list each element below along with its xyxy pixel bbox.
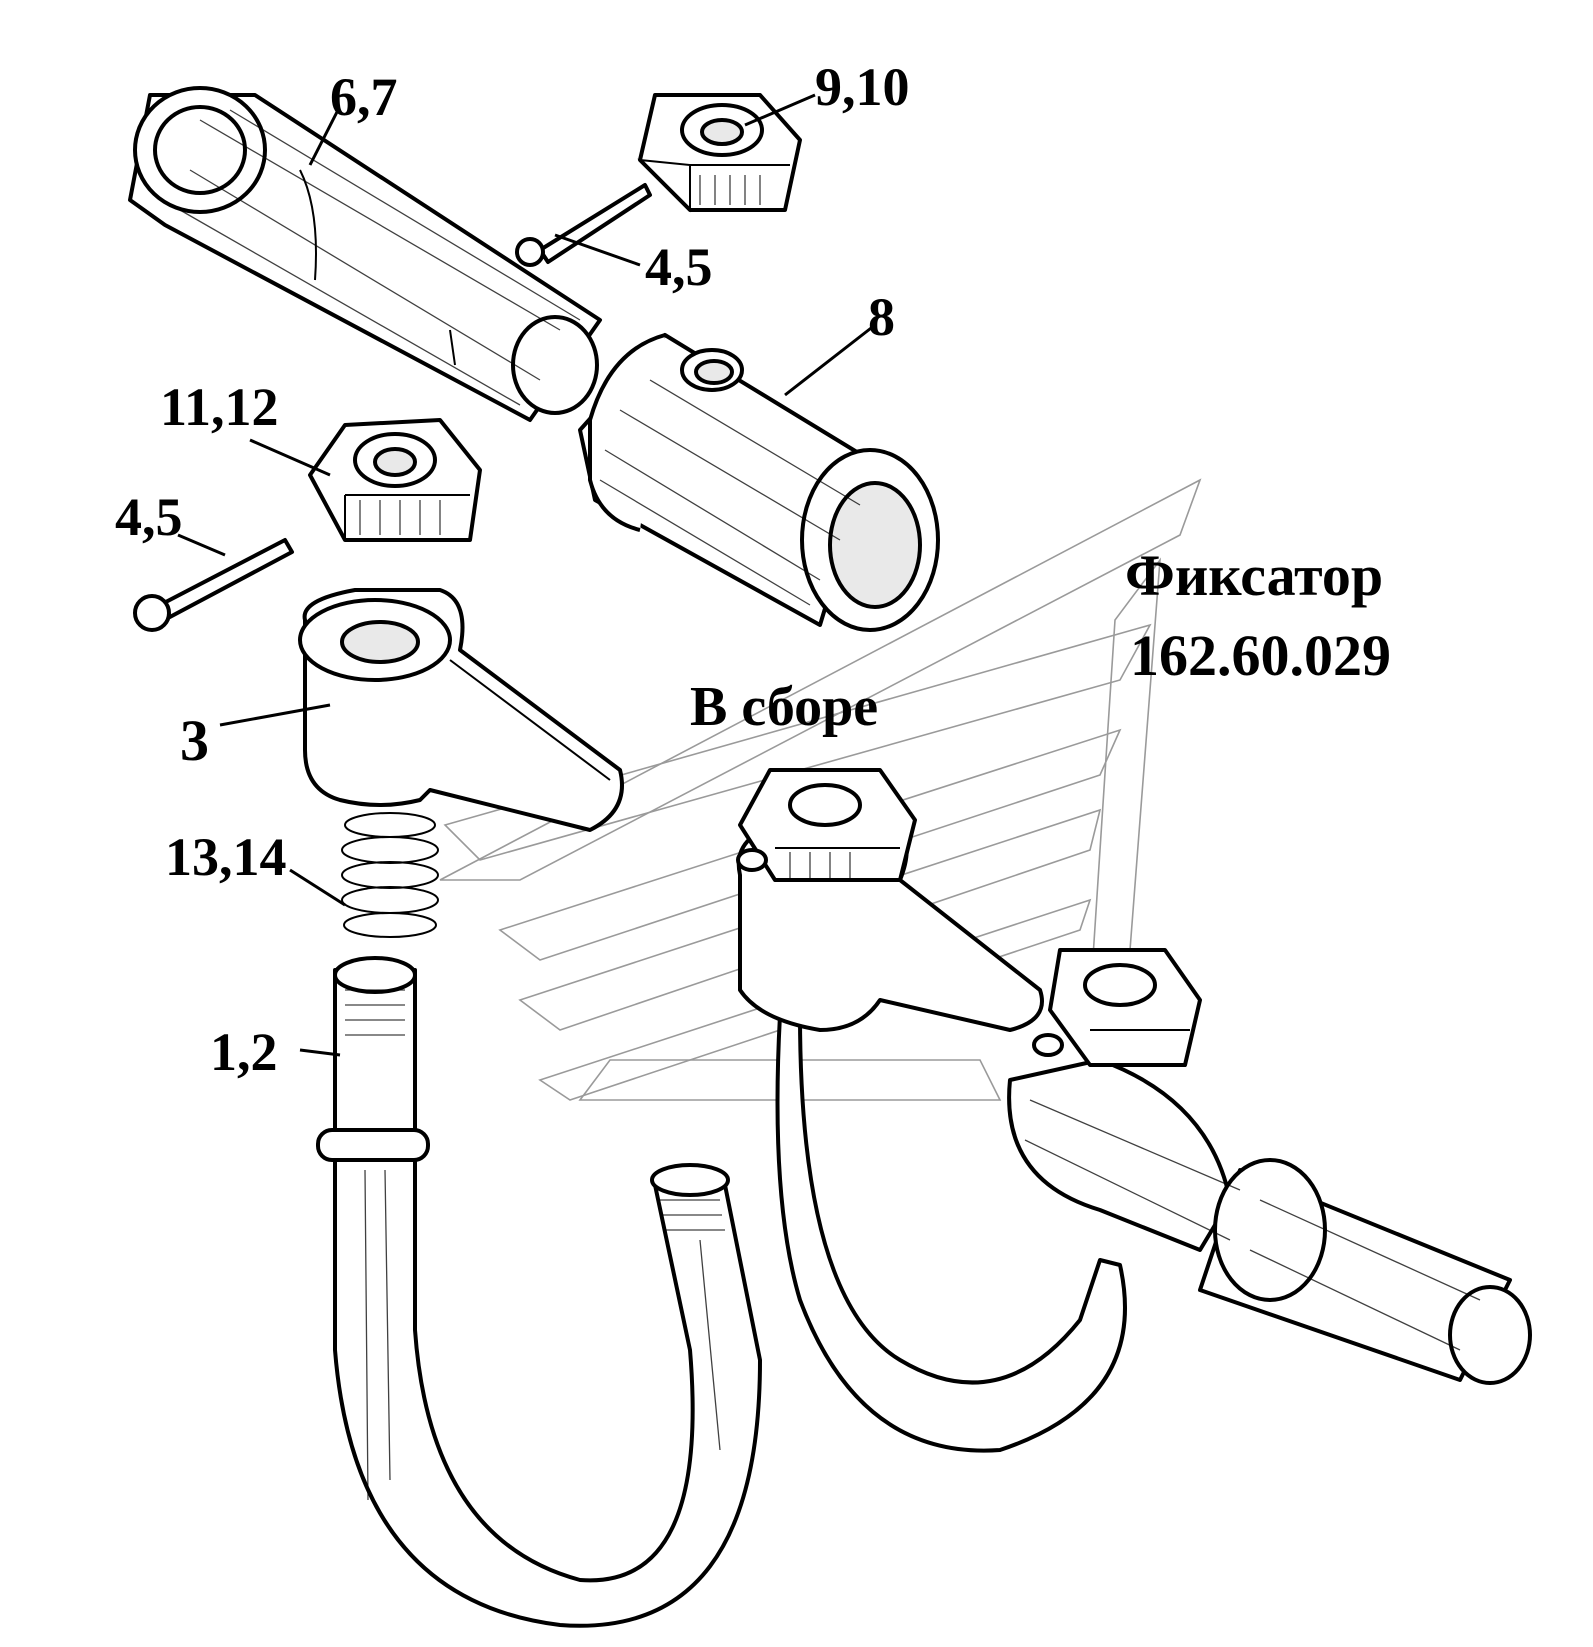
pin-part	[128, 86, 602, 422]
label-left-nut: 11,12	[160, 377, 279, 437]
label-bolt: 1,2	[210, 1022, 278, 1082]
label-body: 3	[180, 708, 209, 773]
assembled-view	[736, 768, 1532, 1453]
title-line-1: Фиксатор	[1125, 543, 1383, 608]
spring-part	[341, 812, 439, 938]
label-left-cotter: 4,5	[115, 487, 183, 547]
label-top-nut: 9,10	[815, 57, 910, 117]
label-pin: 6,7	[330, 67, 398, 127]
left-cotter-part	[133, 538, 294, 632]
label-sleeve: 8	[868, 287, 895, 347]
bolt-part	[316, 956, 762, 1628]
title-line-2: 162.60.029	[1130, 623, 1391, 688]
top-cotter-part	[515, 183, 652, 267]
top-nut-part	[637, 93, 802, 213]
label-spring: 13,14	[165, 827, 287, 887]
left-nut-part	[308, 418, 482, 542]
sleeve-part	[578, 333, 940, 632]
body-part	[298, 588, 624, 832]
leader-lines	[177, 93, 876, 1057]
assembled-caption: В сборе	[690, 676, 878, 738]
label-top-cotter: 4,5	[645, 237, 713, 297]
